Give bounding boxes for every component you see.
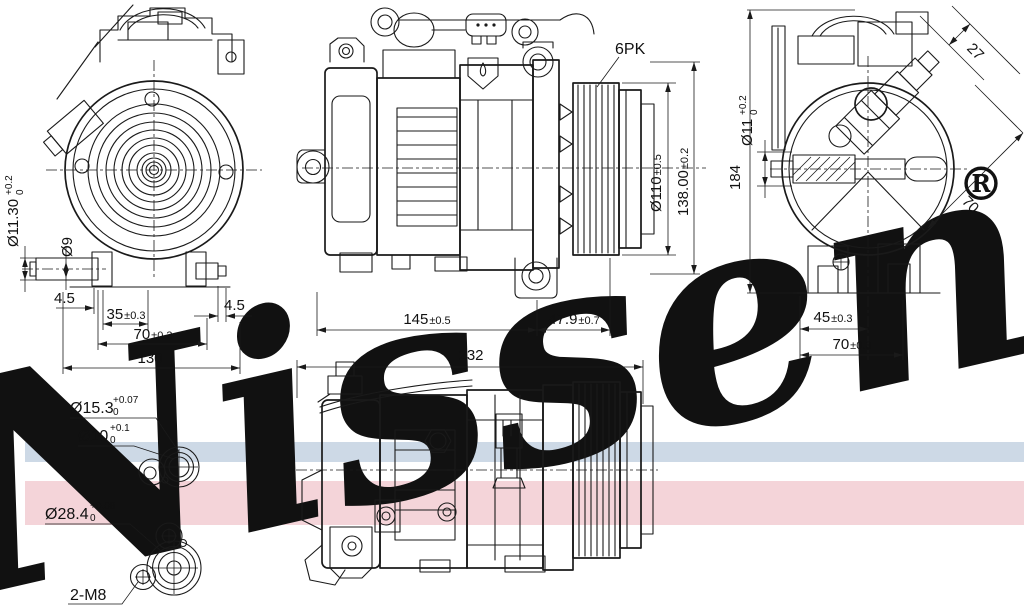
dim-overall-length: 232 — [458, 347, 483, 364]
dim-pulley-dia: Ø110±0.5 — [648, 154, 665, 212]
svg-text:+0.1: +0.1 — [110, 423, 130, 434]
dim-lines-side — [316, 56, 700, 336]
svg-text:0: 0 — [749, 109, 760, 115]
dim-suction-outer: Ø15.3 +0.07 0 — [70, 395, 180, 453]
svg-text:+0.08: +0.08 — [90, 501, 116, 512]
svg-text:70: 70 — [958, 193, 982, 217]
svg-text:Ø110±0.5: Ø110±0.5 — [648, 154, 665, 212]
dim-clutch-dia: 138.00±0.2 — [675, 148, 692, 216]
svg-text:27: 27 — [963, 40, 987, 64]
dim-thread: 2-M8 — [68, 581, 139, 605]
cylinder-ribs — [396, 116, 458, 216]
svg-text:+0.2: +0.2 — [738, 95, 749, 115]
view-front: Ø11.30 +0.2 0 Ø9 4.5 35±0.3 70±0.3 130 4… — [4, 4, 262, 374]
dim-discharge: Ø28.4 +0.08 0 — [45, 501, 162, 552]
bolt-hole — [74, 158, 90, 174]
port-flange-small: Ø15.3 +0.07 0 Ø10 +0.1 0 — [70, 395, 200, 488]
dim-body-length: 145±0.5 — [403, 311, 450, 328]
side-fitting — [42, 99, 104, 157]
dim-lines-rear — [747, 5, 1024, 360]
bolt-hole — [144, 91, 160, 107]
svg-text:Ø11.30: Ø11.30 — [5, 199, 22, 247]
dim-foot-span-a: 45±0.3 — [813, 309, 852, 326]
view-side-bottom: 232 — [296, 347, 658, 586]
connector-plug — [465, 13, 507, 37]
svg-text:0: 0 — [15, 189, 26, 195]
hex-plug — [424, 429, 452, 453]
svg-text:Ø11: Ø11 — [739, 119, 756, 146]
dim-front-offset-left: 4.5 — [54, 290, 75, 307]
sight-glass-icon — [467, 57, 499, 90]
dim-front-stud: Ø9 — [59, 237, 76, 257]
svg-text:+0.2: +0.2 — [4, 175, 15, 195]
dim-lines-front — [20, 246, 252, 374]
dim-lines-bottom — [296, 360, 644, 404]
dim-front-width: 130 — [137, 350, 162, 367]
dim-belt-type: 6PK — [615, 41, 646, 58]
svg-text:2-M8: 2-M8 — [70, 587, 107, 604]
dim-front-bore: Ø11.30 +0.2 0 — [4, 175, 26, 247]
svg-text:0: 0 — [110, 435, 116, 446]
registered-trademark-icon: ® — [958, 157, 1004, 211]
svg-text:184: 184 — [727, 165, 744, 190]
diagonal-port-fitting — [835, 50, 940, 155]
svg-text:138.00±0.2: 138.00±0.2 — [675, 148, 692, 216]
svg-text:+0.07: +0.07 — [113, 395, 139, 406]
dim-front-hole-span: 35±0.3 — [106, 306, 145, 323]
port-flange-large: Ø28.4 +0.08 0 2-M8 — [45, 501, 202, 605]
dim-rear-hole: Ø11 +0.2 0 — [738, 95, 760, 146]
dim-suction-inner: Ø10 +0.1 0 — [78, 423, 175, 460]
dim-port-offset: 70 — [958, 193, 982, 217]
clutch-connector — [495, 413, 523, 449]
svg-text:Ø15.3: Ø15.3 — [70, 400, 114, 417]
dim-foot-span-b: 70±0.3 — [832, 336, 871, 353]
blue-highlight-band — [25, 442, 1024, 462]
svg-text:0: 0 — [113, 407, 119, 418]
dim-front-mount-span: 70±0.3 — [133, 326, 172, 343]
bolt-hole — [218, 164, 234, 180]
view-side-top: 6PK Ø110±0.5 138.00±0.2 145±0.5 47.9±0.7 — [296, 7, 706, 336]
dim-port-width: 27 — [963, 40, 987, 64]
dim-rear-length: 47.9±0.7 — [548, 311, 600, 328]
svg-text:Ø10: Ø10 — [78, 428, 108, 445]
svg-text:Ø28.4: Ø28.4 — [45, 506, 89, 523]
dim-front-offset-right: 4.5 — [224, 297, 245, 314]
svg-text:Ø9: Ø9 — [59, 237, 76, 257]
dim-rear-height: 184 — [727, 165, 744, 190]
view-rear: 184 Ø11 +0.2 0 27 70 45±0.3 70±0.3 — [727, 5, 1024, 360]
svg-text:0: 0 — [90, 513, 96, 524]
